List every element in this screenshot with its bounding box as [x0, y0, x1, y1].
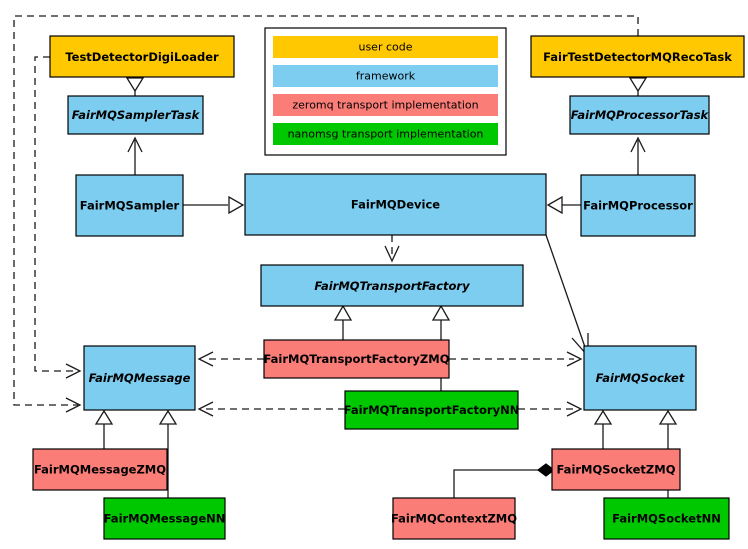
class-label-FairMQDevice: FairMQDevice — [351, 198, 440, 212]
class-label-FairMQSocket: FairMQSocket — [596, 371, 685, 385]
legend-item-framework: framework — [273, 65, 498, 87]
legend: user code framework zeromq transport imp… — [264, 27, 507, 156]
edge-sampler-samplertask — [127, 136, 143, 175]
edge-layer — [13, 15, 678, 498]
edge-tfzmq-tf — [333, 304, 353, 340]
class-label-FairMQProcessor: FairMQProcessor — [583, 199, 693, 213]
class-box-FairMQSampler[interactable]: FairMQSampler — [75, 174, 184, 237]
class-box-FairMQMessageZMQ[interactable]: FairMQMessageZMQ — [32, 448, 168, 491]
class-label-FairMQTransportFactoryNN: FairMQTransportFactoryNN — [344, 403, 520, 417]
edge-processortask-recotask — [628, 77, 648, 96]
edge-device-socket — [545, 234, 589, 358]
edge-device-transportfactory — [384, 235, 400, 263]
edge-messagenn-message — [158, 409, 178, 498]
edge-recotask-message — [13, 15, 639, 413]
edge-tfnn-socket — [518, 401, 583, 417]
class-box-FairMQSocketZMQ[interactable]: FairMQSocketZMQ — [551, 448, 681, 491]
legend-label-nanomsg: nanomsg transport implementation — [288, 128, 484, 141]
class-label-FairTestDetectorMQRecoTask: FairTestDetectorMQRecoTask — [543, 50, 732, 64]
edge-contextzmq-socketzmq — [453, 463, 555, 498]
legend-swatch-nanomsg — [273, 123, 498, 145]
edge-tfzmq-socket — [449, 351, 583, 367]
edge-socketzmq-socket — [593, 409, 613, 449]
class-label-TestDetectorDigiLoader: TestDetectorDigiLoader — [65, 50, 219, 64]
legend-label-framework: framework — [356, 70, 416, 83]
edge-processor-processortask — [630, 136, 646, 175]
class-box-FairMQTransportFactory[interactable]: FairMQTransportFactory — [260, 264, 524, 307]
class-label-FairMQProcessorTask: FairMQProcessorTask — [571, 108, 710, 122]
edge-samplertask-digiloader — [125, 77, 145, 96]
class-box-layer: TestDetectorDigiLoader FairTestDetectorM… — [32, 35, 745, 540]
legend-item-user-code: user code — [273, 36, 498, 58]
edge-processor-device — [546, 195, 581, 215]
legend-item-nanomsg: nanomsg transport implementation — [273, 123, 498, 145]
class-label-FairMQMessageNN: FairMQMessageNN — [104, 512, 226, 526]
legend-swatch-user-code — [273, 36, 498, 58]
class-box-TestDetectorDigiLoader[interactable]: TestDetectorDigiLoader — [49, 35, 235, 78]
class-box-FairTestDetectorMQRecoTask[interactable]: FairTestDetectorMQRecoTask — [530, 35, 745, 78]
edge-digiloader-message — [34, 56, 82, 379]
edge-sampler-device — [183, 195, 245, 215]
class-box-FairMQMessage[interactable]: FairMQMessage — [83, 345, 196, 411]
legend-swatch-zeromq — [273, 94, 498, 116]
class-box-FairMQSocketNN[interactable]: FairMQSocketNN — [603, 497, 730, 540]
legend-swatch-framework — [273, 65, 498, 87]
class-box-FairMQSamplerTask[interactable]: FairMQSamplerTask — [67, 95, 204, 135]
class-box-FairMQProcessorTask[interactable]: FairMQProcessorTask — [569, 95, 710, 135]
legend-label-user-code: user code — [358, 41, 412, 54]
class-box-FairMQContextZMQ[interactable]: FairMQContextZMQ — [391, 497, 517, 540]
class-box-FairMQMessageNN[interactable]: FairMQMessageNN — [103, 497, 226, 540]
class-label-FairMQSampler: FairMQSampler — [80, 199, 180, 213]
class-label-FairMQMessageZMQ: FairMQMessageZMQ — [34, 463, 166, 477]
class-box-FairMQDevice[interactable]: FairMQDevice — [244, 173, 547, 236]
class-box-FairMQTransportFactoryNN[interactable]: FairMQTransportFactoryNN — [344, 390, 520, 430]
edge-tfzmq-message — [197, 351, 264, 367]
class-label-FairMQContextZMQ: FairMQContextZMQ — [391, 512, 517, 526]
class-box-FairMQProcessor[interactable]: FairMQProcessor — [580, 174, 696, 237]
class-label-FairMQSocketNN: FairMQSocketNN — [612, 512, 721, 526]
class-label-FairMQSamplerTask: FairMQSamplerTask — [72, 108, 201, 122]
legend-item-zeromq: zeromq transport implementation — [273, 94, 498, 116]
class-label-FairMQTransportFactory: FairMQTransportFactory — [314, 279, 470, 293]
edge-messagezmq-message — [94, 409, 114, 449]
class-box-FairMQSocket[interactable]: FairMQSocket — [583, 345, 697, 411]
edge-tfnn-message — [197, 401, 345, 417]
class-box-FairMQTransportFactoryZMQ[interactable]: FairMQTransportFactoryZMQ — [263, 339, 450, 379]
legend-label-zeromq: zeromq transport implementation — [292, 99, 478, 112]
class-label-FairMQMessage: FairMQMessage — [89, 371, 191, 385]
class-label-FairMQSocketZMQ: FairMQSocketZMQ — [557, 463, 676, 477]
class-label-FairMQTransportFactoryZMQ: FairMQTransportFactoryZMQ — [263, 352, 449, 366]
